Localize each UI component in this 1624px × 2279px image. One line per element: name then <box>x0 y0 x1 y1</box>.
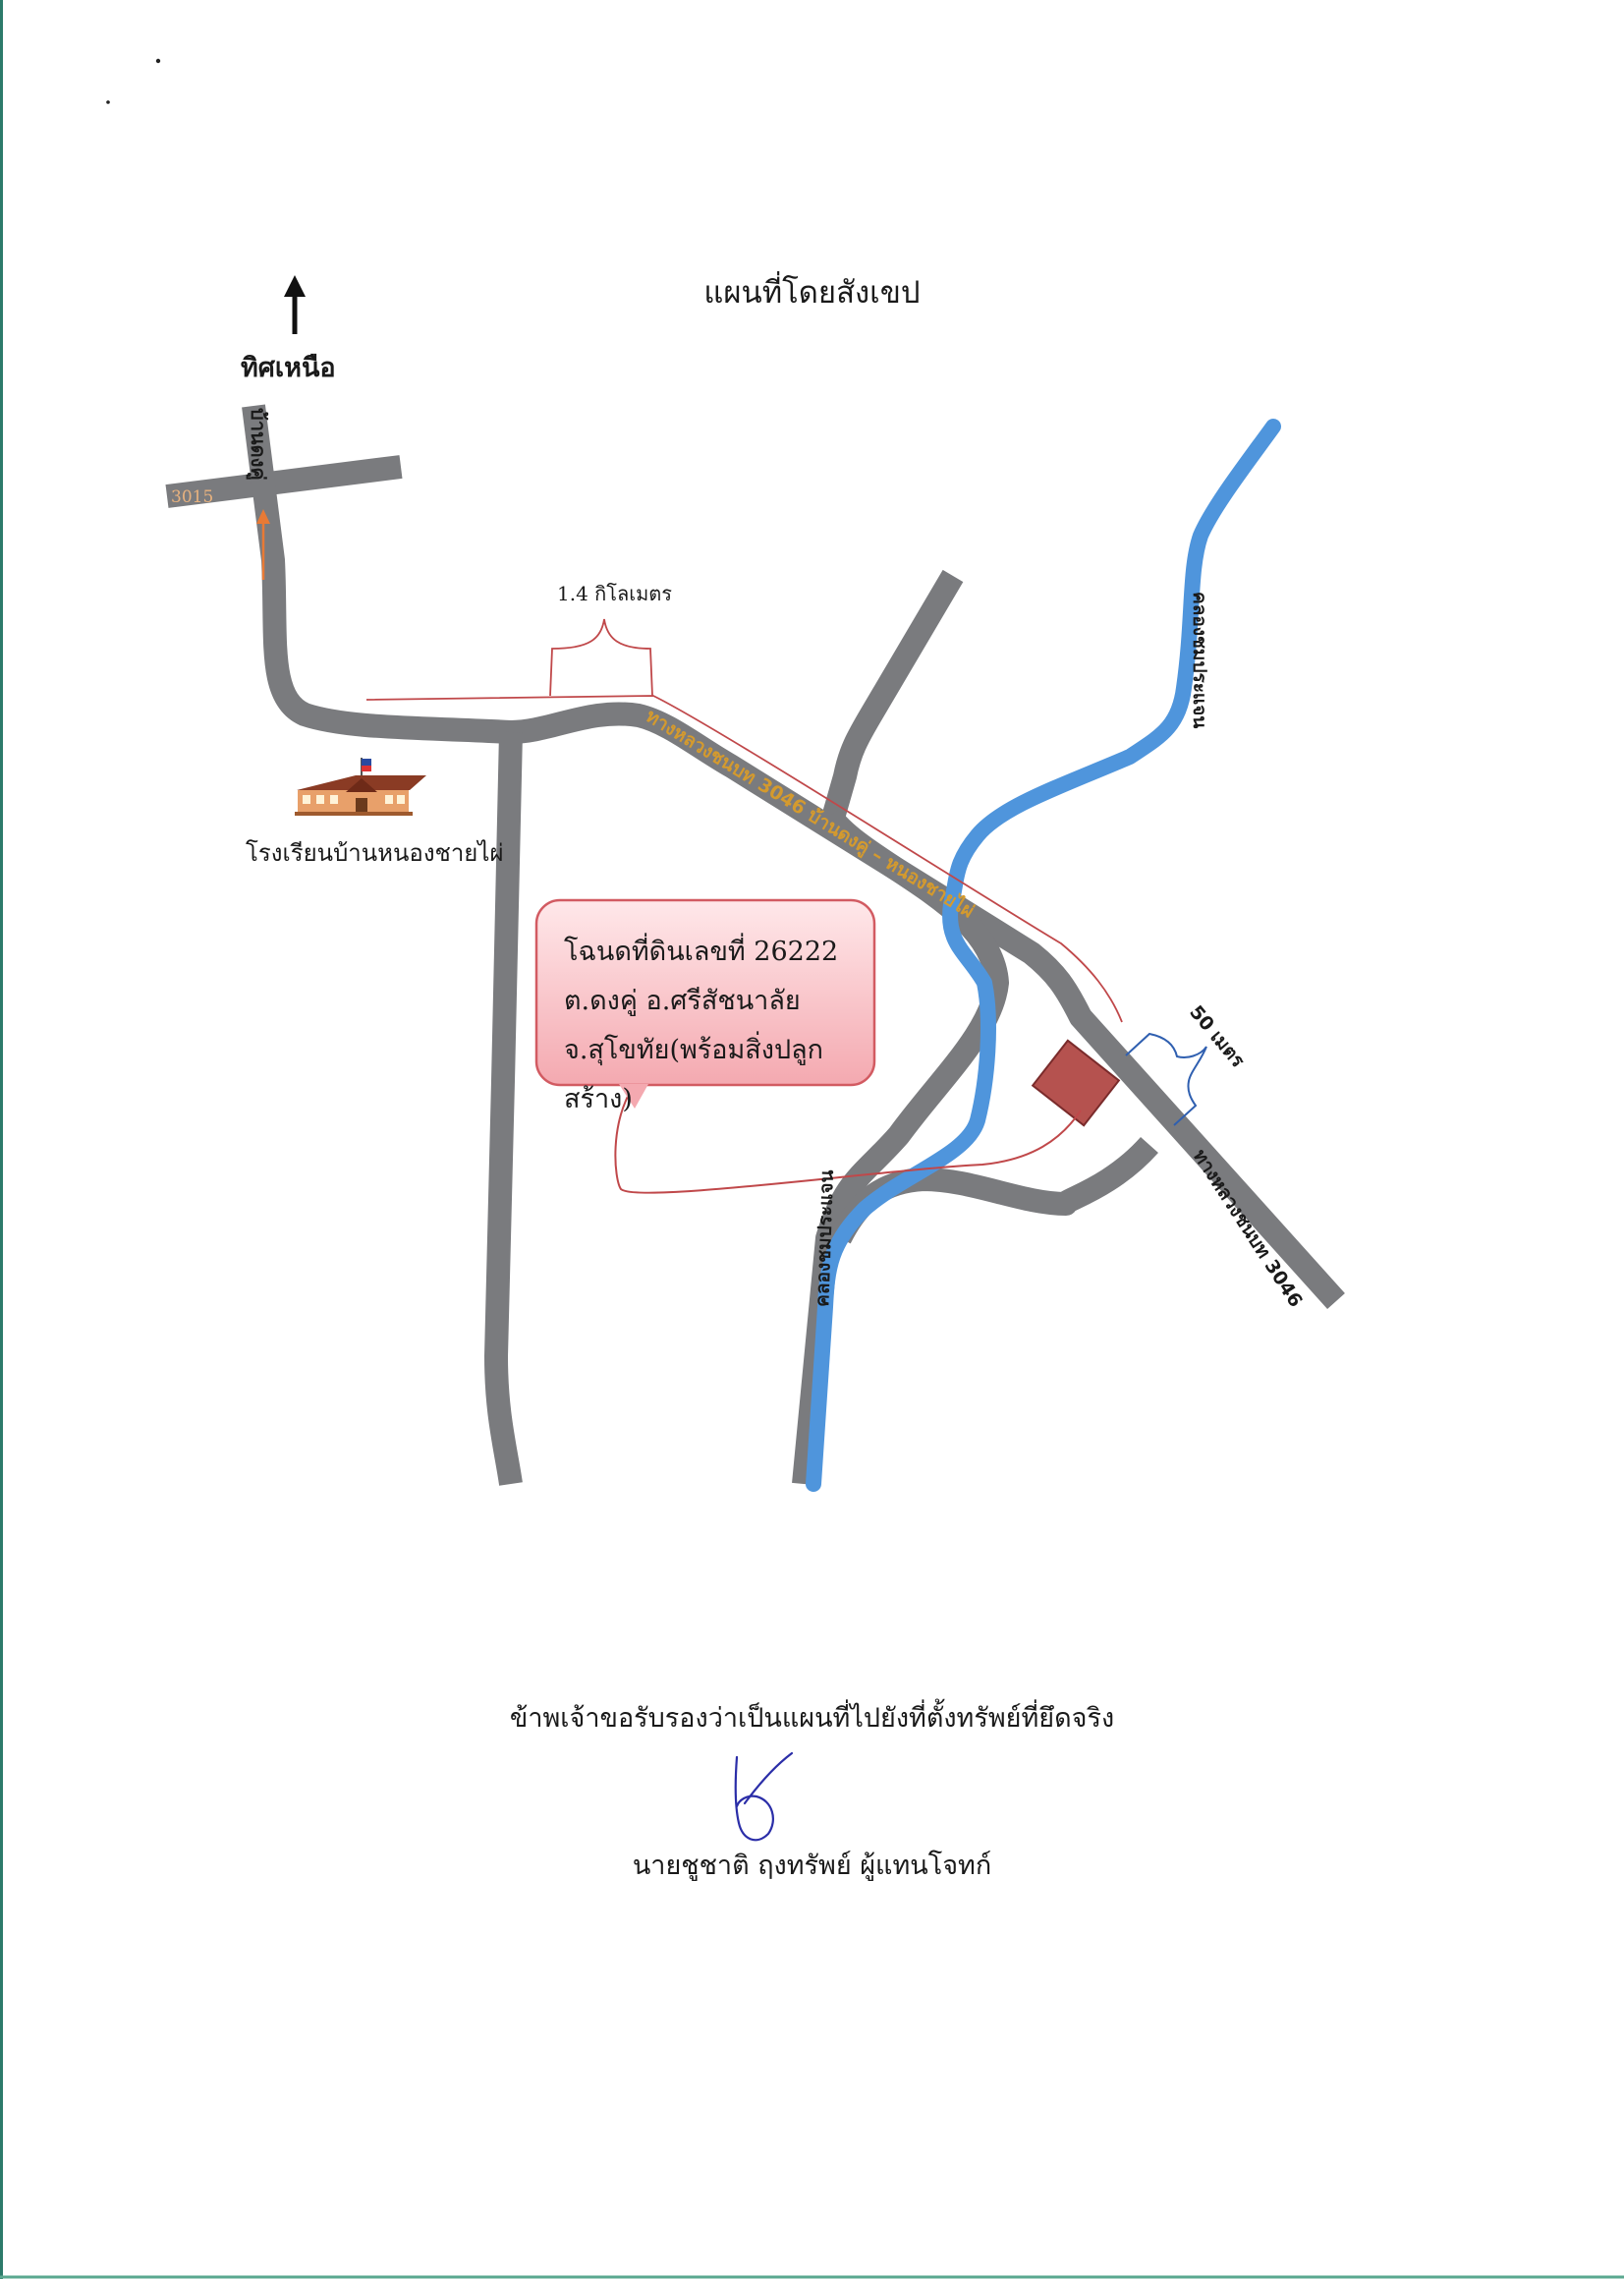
road-3015 <box>165 455 403 508</box>
road-ban-nong-khu <box>242 404 1345 1310</box>
road-network <box>165 404 1345 1486</box>
land-parcel <box>1031 1039 1121 1127</box>
dimension-bracket-50m <box>1125 1032 1207 1126</box>
route-3015-label: 3015 <box>171 487 213 507</box>
parcel-province: จ.สุโขทัย(พร้อมสิ่งปลูกสร้าง) <box>564 1035 824 1114</box>
parcel-callout-shape <box>534 898 1082 1194</box>
distance-label-50-m: 50 เมตร <box>1185 1001 1249 1072</box>
map-title: แผนที่โดยสังเขป <box>703 275 921 311</box>
road-loop <box>792 808 1009 1486</box>
canal-label-lower: คลองชมประแจน <box>812 1169 838 1307</box>
signer-name: นายชูชาติ ฤงทรัพย์ ผู้แทนโจทก์ <box>632 1851 992 1881</box>
distance-guide-lines <box>365 618 1123 1023</box>
distance-label-1-4-km: 1.4 กิโลเมตร <box>557 582 672 605</box>
road-south-branch <box>484 731 523 1486</box>
scan-dot <box>155 58 161 64</box>
scan-dot <box>106 100 110 104</box>
parcel-deed-number: โฉนดที่ดินเลขที่ 26222 <box>564 937 839 967</box>
road-north-branch <box>821 569 964 822</box>
direction-arrow-icon <box>256 509 270 580</box>
school-label: โรงเรียนบ้านหนองชายไผ่ <box>246 839 504 867</box>
road-label-highway-3046: ทางหลวงชนบท 3046 <box>1189 1146 1307 1311</box>
certification-statement: ข้าพเจ้าขอรับรองว่าเป็นแผนที่ไปยังที่ตั้… <box>509 1703 1115 1734</box>
road-label-highway-3046-main: ทางหลวงชนบท 3046 บ้านดงคู่ – หนองชายไผ่ <box>642 705 979 924</box>
school-building-icon <box>295 758 426 816</box>
road-label-ban-nong-khu: บ้านดงคู่ <box>245 408 270 481</box>
signature <box>734 1751 794 1842</box>
canal-label-upper: คลองชมประแจน <box>1189 592 1210 728</box>
north-arrow-icon <box>284 275 306 334</box>
north-label: ทิศเหนือ <box>241 353 336 383</box>
parcel-callout: โฉนดที่ดินเลขที่ 26222 ต.ดงคู่ อ.ศรีสัชน… <box>536 900 874 1114</box>
parcel-district: ต.ดงคู่ อ.ศรีสัชนาลัย <box>564 986 801 1016</box>
